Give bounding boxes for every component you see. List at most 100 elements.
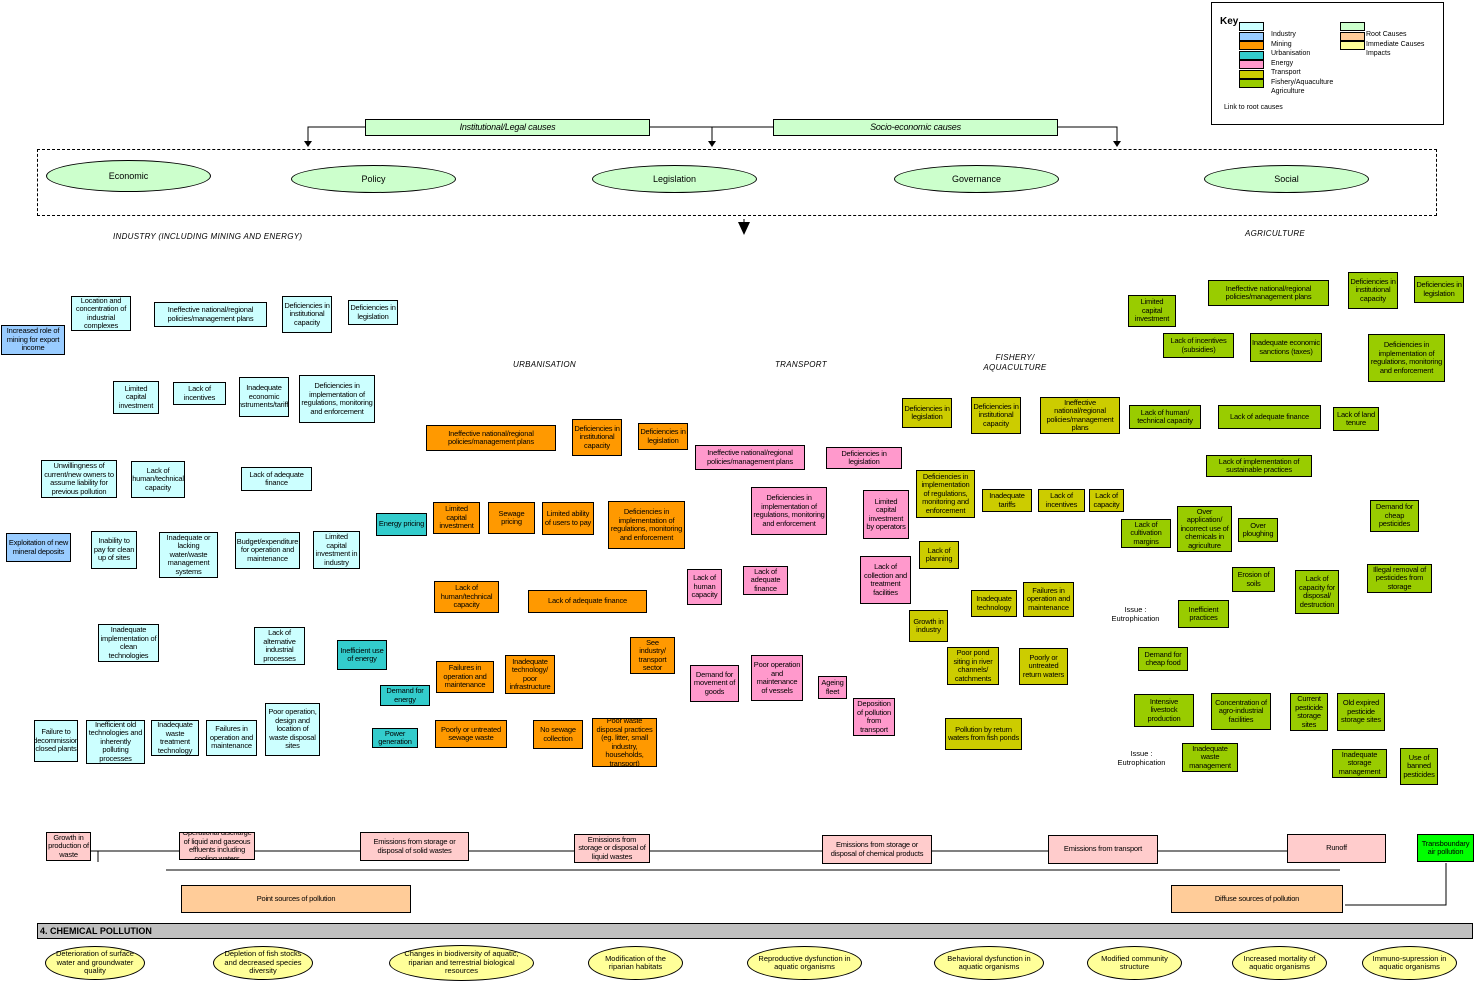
transport-node-lack-of-human-capacity: Lack of human capacity: [687, 569, 722, 605]
transport-node-deficiencies-in-legislation: Deficiencies in legislation: [826, 447, 902, 469]
section-industry: INDUSTRY (INCLUDING MINING AND ENERGY): [113, 232, 303, 241]
root-cause-governance: Governance: [894, 165, 1059, 193]
institutional-legal-causes: Institutional/Legal causes: [365, 119, 650, 136]
root-cause-policy: Policy: [291, 165, 456, 193]
impact-depletion-of-fish-stocks-and-decreased-s: Depletion of fish stocks and decreased s…: [213, 946, 313, 980]
legend-swatch: [1239, 79, 1264, 88]
industry-node-lack-of-incentives: Lack of incentives: [173, 382, 226, 405]
issue-title-bar: 4. CHEMICAL POLLUTION: [37, 923, 1473, 939]
fishery-node-failures-in-operation-and-maintenance: Failures in operation and maintenance: [1023, 582, 1074, 617]
impact-increased-mortality-of-aquatic-organisms: Increased mortality of aquatic organisms: [1232, 946, 1327, 980]
agriculture-node-deficiencies-in-legislation: Deficiencies in legislation: [1414, 276, 1464, 303]
industry-node-location-and-concentration-of-industrial: Location and concentration of industrial…: [71, 296, 131, 331]
urbanisation-node-limited-ability-of-users-to-pay: Limited ability of users to pay: [542, 502, 594, 535]
industry-node-inefficient-old-technologies-and-inheren: Inefficient old technologies and inheren…: [86, 720, 145, 764]
fishery-node-poorly-or-untreated-return-waters: Poorly or untreated return waters: [1019, 648, 1068, 685]
agriculture-node-inadequate-waste-management: Inadequate waste management: [1182, 743, 1238, 772]
industry-node-poor-operation-design-and-location-of-wa: Poor operation, design and location of w…: [265, 703, 320, 756]
transport-node-poor-operation-and-maintenance-of-vessel: Poor operation and maintenance of vessel…: [751, 655, 803, 701]
agriculture-node-limited-capital-investment: Limited capital investment: [1128, 295, 1176, 327]
agriculture-node-illegal-removal-of-pesticides-from-stora: Illegal removal of pesticides from stora…: [1367, 564, 1432, 593]
immediate-node-point-sources-of-pollution: Point sources of pollution: [181, 885, 411, 913]
energy-node-demand-for-energy: Demand for energy: [380, 685, 430, 706]
agriculture-node-intensive-livestock-production: Intensive livestock production: [1134, 694, 1194, 727]
agriculture-node-inadequate-economic-sanctions-taxes: Inadequate economic sanctions (taxes): [1250, 333, 1322, 362]
agriculture-node-over-ploughing: Over ploughing: [1238, 518, 1278, 542]
legend-swatch: [1340, 41, 1365, 50]
agriculture-node-use-of-banned-pesticides: Use of banned pesticides: [1400, 748, 1438, 785]
industry-node-budget-expenditure-for-operation-and-mai: Budget/expenditure for operation and mai…: [235, 532, 300, 569]
transport-node-demand-for-movement-of-goods: Demand for movement of goods: [690, 665, 739, 702]
industry-node-failures-in-operation-and-maintenance: Failures in operation and maintenance: [206, 720, 257, 756]
agriculture-node-demand-for-cheap-food: Demand for cheap food: [1138, 647, 1188, 671]
impact-immuno-supression-in-aquatic-organisms: Immuno-supression in aquatic organisms: [1362, 946, 1457, 980]
fishery-node-lack-of-capacity: Lack of capacity: [1089, 489, 1124, 512]
impact-changes-in-biodiversity-of-aquatic-ripar: Changes in biodiversity of aquatic, ripa…: [389, 945, 534, 981]
root-causes-frame: [37, 149, 1437, 216]
fishery-node-inadequate-technology: Inadequate technology: [971, 590, 1017, 617]
socio-economic-causes: Socio-economic causes: [773, 119, 1058, 136]
urbanisation-node-deficiencies-in-legislation: Deficiencies in legislation: [638, 423, 688, 450]
industry-node-lack-of-alternative-industrial-processes: Lack of alternative industrial processes: [254, 627, 305, 665]
legend-link-label: Link to root causes: [1224, 104, 1283, 111]
urbanisation-node-deficiencies-in-implementation-of-regula: Deficiencies in implementation of regula…: [608, 501, 685, 549]
impacts_sources-node-emissions-from-transport: Emissions from transport: [1048, 835, 1158, 864]
industry-node-deficiencies-in-institutional-capacity: Deficiencies in institutional capacity: [282, 296, 332, 333]
legend-swatch: [1239, 50, 1264, 60]
transport-node-ineffective-national-regional-policies-m: Ineffective national/regional policies/m…: [695, 445, 805, 470]
impact-modified-community-structure: Modified community structure: [1087, 946, 1182, 980]
fishery-node-deficiencies-in-institutional-capacity: Deficiencies in institutional capacity: [971, 397, 1021, 434]
agriculture-node-lack-of-adequate-finance: Lack of adequate finance: [1218, 405, 1321, 429]
issue-eutrophication: Issue : Eutrophication: [1117, 749, 1166, 767]
agriculture-node-deficiencies-in-institutional-capacity: Deficiencies in institutional capacity: [1348, 272, 1398, 309]
fishery-node-pollution-by-return-waters-from-fish-pon: Pollution by return waters from fish pon…: [945, 718, 1022, 750]
urbanisation-node-deficiencies-in-institutional-capacity: Deficiencies in institutional capacity: [572, 419, 622, 456]
urbanisation-node-failures-in-operation-and-maintenance: Failures in operation and maintenance: [436, 661, 494, 693]
agriculture-node-inefficient-practices: Inefficient practices: [1178, 600, 1229, 628]
agriculture-node-current-pesticide-storage-sites: Current pesticide storage sites: [1290, 693, 1328, 731]
transport-node-deficiencies-in-implementation-of-regula: Deficiencies in implementation of regula…: [751, 487, 827, 535]
agriculture-node-demand-for-cheap-pesticides: Demand for cheap pesticides: [1370, 500, 1419, 532]
transport-node-ageing-fleet: Ageing fleet: [818, 676, 847, 699]
industry-node-inability-to-pay-for-clean-up-of-sites: Inability to pay for clean up of sites: [91, 531, 137, 569]
industry-node-limited-capital-investment-in-industry: Limited capital investment in industry: [313, 531, 360, 569]
transport-node-deposition-of-pollution-from-transport: Deposition of pollution from transport: [853, 698, 895, 736]
legend-label: Energy: [1271, 59, 1294, 67]
impact-modification-of-the-riparian-habitats: Modification of the riparian habitats: [588, 946, 683, 980]
issue-eutrophication: Issue : Eutrophication: [1111, 605, 1160, 623]
fishery-node-inadequate-tariffs: Inadequate tariffs: [982, 489, 1032, 512]
impacts_sources-node-operational-discharge-of-liquid-and-gase: Operational discharge of liquid and gase…: [179, 832, 255, 860]
legend-swatch: [1239, 31, 1264, 41]
fishery-node-growth-in-industry: Growth in industry: [909, 610, 948, 642]
impact-reproductive-dysfunction-in-aquatic-orga: Reproductive dysfunction in aquatic orga…: [747, 946, 862, 980]
section-fishery: FISHERY/ AQUACULTURE: [983, 353, 1047, 372]
urbanisation-node-ineffective-national-regional-policies-m: Ineffective national/regional policies/m…: [426, 425, 556, 451]
agriculture-node-lack-of-land-tenure: Lack of land tenure: [1333, 407, 1379, 431]
urbanisation-node-limited-capital-investment: Limited capital investment: [433, 502, 480, 534]
energy-node-power-generation: Power generation: [372, 728, 418, 748]
urbanisation-node-no-sewage-collection: No sewage collection: [533, 720, 583, 749]
agriculture-node-lack-of-implementation-of-sustainable-pr: Lack of implementation of sustainable pr…: [1206, 455, 1312, 477]
agriculture-node-erosion-of-soils: Erosion of soils: [1232, 567, 1275, 592]
fishery-node-poor-pond-siting-in-river-channels-catch: Poor pond siting in river channels/ catc…: [947, 647, 999, 685]
industry-node-limited-capital-investment: Limited capital investment: [113, 381, 159, 414]
impacts_sources-node-growth-in-production-of-waste: Growth in production of waste: [46, 832, 91, 861]
agriculture-node-lack-of-incentives-subsidies: Lack of incentives (subsidies): [1163, 333, 1234, 358]
energy-node-energy-pricing: Energy pricing: [376, 513, 427, 536]
transboundary-node-transboundary-air-pollution: Transboundary air pollution: [1417, 834, 1474, 862]
transport-node-lack-of-collection-and-treatment-facilit: Lack of collection and treatment facilit…: [860, 556, 911, 604]
section-transport: TRANSPORT: [775, 360, 827, 369]
industry-node-deficiencies-in-legislation: Deficiencies in legislation: [348, 300, 398, 325]
transport-node-limited-capital-investment-by-operators: Limited capital investment by operators: [863, 490, 909, 539]
fishery-node-deficiencies-in-implementation-of-regula: Deficiencies in implementation of regula…: [916, 470, 975, 518]
energy-node-inefficient-use-of-energy: Inefficient use of energy: [337, 640, 387, 670]
agriculture-node-concentration-of-agro-industrial-facilit: Concentration of agro-industrial facilit…: [1211, 693, 1271, 730]
industry-node-unwillingness-of-current-new-owners-to-a: Unwillingness of current/new owners to a…: [41, 460, 117, 498]
legend-swatch: [1239, 69, 1264, 79]
mining-node-exploitation-of-new-mineral-deposits: Exploitation of new mineral deposits: [6, 533, 71, 562]
legend-swatch: [1239, 41, 1264, 50]
impact-behavioral-dysfunction-in-aquatic-organi: Behavioral dysfunction in aquatic organi…: [934, 946, 1044, 980]
urbanisation-node-see-industry-transport-sector: See industry/ transport sector: [630, 637, 675, 674]
legend-label: Mining: [1271, 40, 1292, 48]
legend-label: Urbanisation: [1271, 50, 1311, 57]
